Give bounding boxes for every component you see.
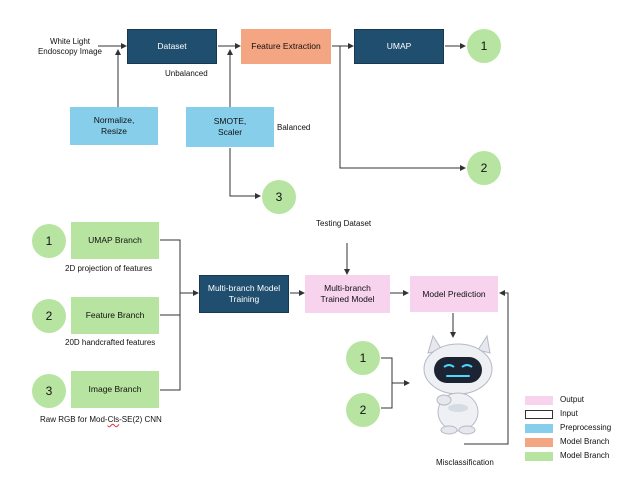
feature-extraction-label: Feature Extraction [251, 41, 321, 51]
smote-line1: SMOTE, [213, 116, 247, 126]
mb-trained-line1: Multi-branch [324, 283, 371, 293]
umap-branch-box: UMAP Branch [71, 222, 159, 259]
smote-box: SMOTE, Scaler [186, 107, 274, 147]
dataset-label: Dataset [157, 41, 187, 51]
unbalanced-label: Unbalanced [165, 69, 208, 78]
legend-swatch-model-branch-green [525, 452, 553, 461]
legend-label-model-branch-green: Model Branch [560, 451, 610, 460]
legend-swatch-model-branch-orange [525, 438, 553, 447]
mb-trained-box: Multi-branch Trained Model [305, 275, 390, 313]
input-label-line1: White Light [49, 37, 91, 46]
balanced-label: Balanced [277, 123, 311, 132]
image-branch-box: Image Branch [71, 371, 159, 408]
circle-1-bottom: 1 [32, 224, 66, 258]
mb-training-line1: Multi-branch Model [207, 283, 281, 293]
umap-branch-desc: 2D projection of features [65, 264, 153, 273]
mb-training-line2: Training [228, 294, 260, 304]
legend-label-input: Input [560, 409, 578, 418]
normalize-line1: Normalize, [93, 115, 135, 125]
normalize-line2: Resize [101, 126, 127, 136]
legend-swatch-output [525, 396, 553, 405]
legend-label-model-branch-orange: Model Branch [560, 437, 610, 446]
image-branch-desc: Raw RGB for Mod-Cls-SE(2) CNN [40, 415, 162, 424]
testing-dataset-label: Testing Dataset [316, 219, 372, 228]
feature-extraction-box: Feature Extraction [241, 29, 331, 64]
umap-box: UMAP [354, 29, 444, 64]
input-label: White Light Endoscopy Image [30, 37, 110, 57]
smote-line2: Scaler [217, 127, 243, 137]
legend-label-output: Output [560, 395, 585, 404]
legend-swatch-input [525, 410, 553, 419]
feature-branch-label: Feature Branch [85, 310, 145, 320]
mb-training-box: Multi-branch Model Training [199, 275, 289, 313]
circle-2-bottom: 2 [32, 299, 66, 333]
model-prediction-box: Model Prediction [410, 276, 498, 312]
legend-label-preprocessing: Preprocessing [560, 423, 612, 432]
circle-3-bottom: 3 [32, 374, 66, 408]
image-branch-label: Image Branch [88, 384, 142, 394]
dataset-box: Dataset [127, 29, 217, 64]
circle-2-top: 2 [467, 151, 501, 185]
umap-branch-label: UMAP Branch [88, 235, 142, 245]
circle-3-top: 3 [262, 180, 296, 214]
misclassification-label: Misclassification [436, 458, 494, 467]
legend-swatch-preprocessing [525, 424, 553, 433]
circle-1-top: 1 [467, 29, 501, 63]
model-prediction-label: Model Prediction [422, 288, 486, 299]
robot-circle-1: 1 [346, 341, 380, 375]
feature-branch-box: Feature Branch [71, 297, 159, 334]
mb-trained-line2: Trained Model [320, 294, 375, 304]
umap-label: UMAP [386, 41, 412, 51]
robot-circle-2: 2 [346, 393, 380, 427]
input-label-line2: Endoscopy Image [37, 47, 103, 56]
normalize-box: Normalize, Resize [70, 107, 158, 145]
feature-branch-desc: 20D handcrafted features [65, 338, 156, 347]
